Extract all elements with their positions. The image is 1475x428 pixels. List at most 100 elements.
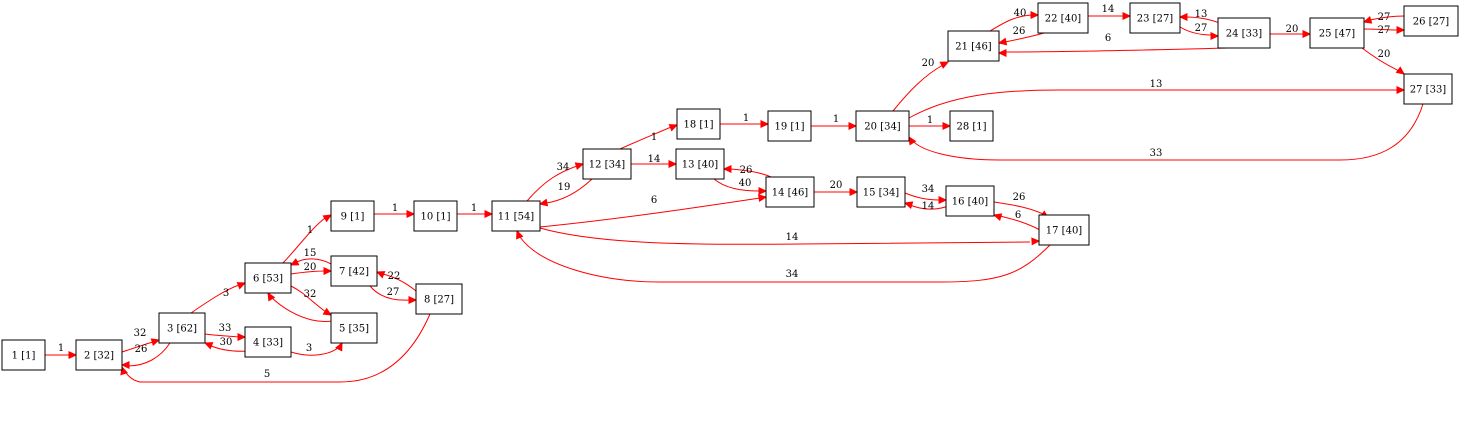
node-label: 17 [40] [1046,226,1083,237]
edge-label: 15 [304,248,317,259]
node-12[interactable]: 12 [34] [582,148,632,180]
node-box [1403,73,1453,105]
edge-label: 34 [557,162,570,173]
arrowhead-icon [992,213,1003,221]
edge-19-to-20: 1 [811,114,858,130]
node-15[interactable]: 15 [34] [856,176,906,208]
node-label: 5 [35] [339,324,369,335]
node-17[interactable]: 17 [40] [1038,214,1090,246]
edge-12-to-11: 19 [538,178,593,207]
arrowhead-icon [484,210,494,218]
edge-line [539,197,761,228]
node-3[interactable]: 3 [62] [158,312,206,344]
node-box [330,200,375,232]
node-24[interactable]: 24 [33] [1217,17,1271,49]
node-4[interactable]: 4 [33] [244,326,292,358]
node-19[interactable]: 19 [1] [767,110,812,142]
node-22[interactable]: 22 [40] [1037,2,1089,34]
node-box [856,176,906,208]
node-label: 9 [1] [341,212,365,223]
node-23[interactable]: 23 [27] [1129,2,1181,34]
arrowhead-icon [150,338,161,346]
arrowhead-icon [908,135,917,146]
edge-line [904,192,941,201]
edge-label: 1 [927,115,933,126]
node-label: 23 [27] [1137,14,1174,25]
node-16[interactable]: 16 [40] [945,185,995,217]
edge-label: 1 [743,113,749,124]
node-box [582,148,632,180]
arrowhead-icon [997,37,1008,46]
arrowhead-icon [997,49,1007,57]
edge-line [296,258,332,265]
node-box [1129,2,1181,34]
arrowhead-icon [68,351,78,359]
edge-label: 14 [786,232,799,243]
node-27[interactable]: 27 [33] [1403,73,1453,105]
node-11[interactable]: 11 [54] [491,200,541,232]
node-label: 11 [54] [498,212,535,223]
node-box [330,255,378,287]
edge-12-to-18: 1 [619,124,679,150]
node-13[interactable]: 13 [40] [675,148,725,180]
node-label: 18 [1] [683,120,713,131]
node-25[interactable]: 25 [47] [1309,17,1365,49]
arrowhead-icon [1362,16,1373,24]
edge-line [190,284,240,314]
arrowhead-icon [289,258,300,266]
edge-label: 1 [307,225,313,236]
node-28[interactable]: 28 [1] [949,110,994,142]
edge-line [1003,47,1229,53]
arrowhead-icon [938,196,948,204]
edge-line [989,14,1033,32]
node-label: 28 [1] [956,122,986,133]
node-1[interactable]: 1 [1] [1,339,46,371]
edge-7-to-8: 27 [369,285,418,304]
node-21[interactable]: 21 [46] [947,30,1000,62]
arrowhead-icon [322,307,333,316]
node-18[interactable]: 18 [1] [676,108,721,140]
edge-label: 33 [1150,148,1163,159]
arrowhead-icon [574,162,585,170]
edge-label: 5 [264,369,270,380]
edge-line [526,165,578,202]
node-label: 15 [34] [863,188,900,199]
node-7[interactable]: 7 [42] [330,255,378,287]
node-6[interactable]: 6 [53] [244,262,292,294]
node-box [1037,2,1089,34]
arrowhead-icon [760,120,770,128]
node-8[interactable]: 8 [27] [415,283,463,315]
node-20[interactable]: 20 [34] [855,110,910,142]
node-label: 22 [40] [1045,14,1082,25]
node-label: 19 [1] [774,122,804,133]
edge-20-to-27: 13 [908,79,1406,119]
edge-22-to-21: 26 [997,26,1045,46]
node-2[interactable]: 2 [32] [75,339,123,371]
arrowhead-icon [1210,32,1220,40]
node-10[interactable]: 10 [1] [413,200,458,232]
node-label: 10 [1] [420,212,450,223]
node-box [158,312,206,344]
edge-10-to-11: 1 [457,203,494,218]
edge-label: 19 [558,182,571,193]
node-9[interactable]: 9 [1] [330,200,375,232]
edge-25-to-26: 27 [1363,25,1406,36]
node-label: 14 [46] [772,188,809,199]
node-26[interactable]: 26 [27] [1403,5,1459,37]
edge-label: 14 [922,201,935,212]
edge-line [1179,26,1213,36]
edge-17-to-16: 6 [992,210,1041,231]
edge-label: 33 [219,323,232,334]
arrowhead-icon [323,267,333,275]
node-5[interactable]: 5 [35] [330,312,378,344]
node-box [244,326,292,358]
node-label: 4 [33] [253,338,283,349]
node-layer: 1 [1] 2 [32] 3 [62] 4 [33] 5 [35] 6 [53] 7 [42… [1,2,1459,371]
edge-label: 26 [1013,26,1026,37]
arrowhead-icon [1031,237,1041,246]
node-box [75,339,123,371]
node-box [413,200,458,232]
node-14[interactable]: 14 [46] [765,176,815,208]
edge-line [892,64,944,112]
arrowhead-icon [1030,11,1040,19]
